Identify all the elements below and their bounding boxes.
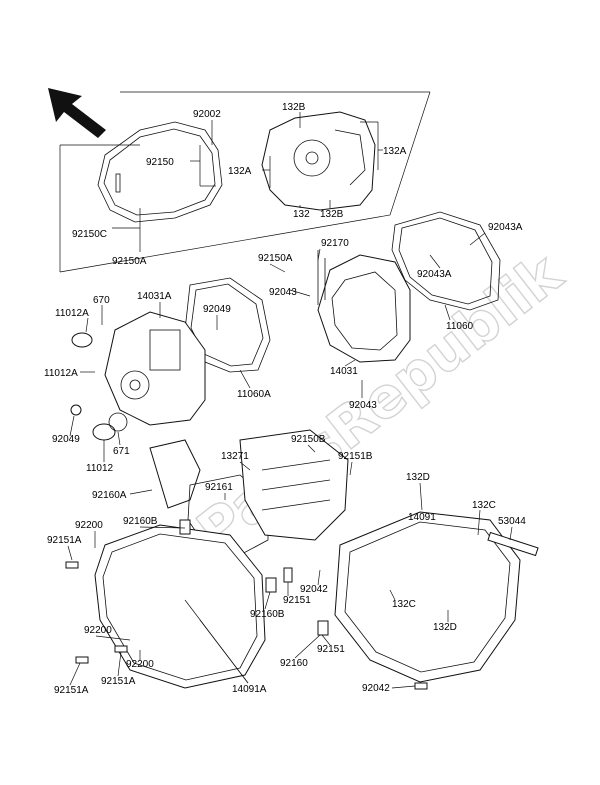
label-92049-a: 92049	[203, 304, 231, 315]
label-92151-a: 92151	[283, 595, 311, 606]
direction-arrow-icon	[48, 88, 106, 138]
bolt-92151a-b	[75, 656, 89, 664]
label-92150c: 92150C	[72, 229, 107, 240]
label-132c-a: 132C	[472, 500, 496, 511]
label-132a-left: 132A	[228, 166, 252, 177]
collar-92151	[283, 567, 293, 583]
label-92161: 92161	[205, 482, 233, 493]
label-92150a-mid: 92150A	[258, 253, 293, 264]
label-92160b-b: 92160B	[250, 609, 285, 620]
outer-cover-14091	[334, 511, 521, 683]
outer-cover-14091a	[94, 524, 266, 689]
label-92151-b: 92151	[317, 644, 345, 655]
label-92200-a: 92200	[75, 520, 103, 531]
label-92200-c: 92200	[126, 659, 154, 670]
label-132b-top: 132B	[282, 102, 306, 113]
bolt-92049	[70, 404, 82, 416]
plug-11012a	[71, 332, 93, 348]
label-11060a: 11060A	[237, 389, 271, 400]
label-14031: 14031	[330, 366, 358, 377]
label-92150b: 92150B	[291, 434, 326, 445]
gasket-11060	[391, 211, 501, 311]
inset-cover	[261, 111, 376, 211]
label-92151b: 92151B	[338, 451, 373, 462]
label-92049-b: 92049	[52, 434, 80, 445]
label-92160: 92160	[280, 658, 308, 669]
label-92043a-r: 92043A	[488, 222, 523, 233]
clutch-cover-14031	[317, 250, 411, 363]
label-92160b-a: 92160B	[123, 516, 158, 527]
label-132d-a: 132D	[406, 472, 430, 483]
leader-lines	[67, 112, 513, 689]
label-132d-b: 132D	[433, 622, 457, 633]
inset-gasket	[97, 121, 223, 223]
label-92043a-m: 92043A	[417, 269, 452, 280]
o-ring-671	[108, 412, 128, 432]
label-132c-b: 132C	[392, 599, 416, 610]
label-92002: 92002	[193, 109, 221, 120]
label-92160a: 92160A	[92, 490, 127, 501]
label-92150: 92150	[146, 157, 174, 168]
label-11012a-b: 11012A	[44, 368, 78, 379]
plug-11012	[92, 423, 116, 441]
label-14031a: 14031A	[137, 291, 172, 302]
collar-92160b-b	[265, 577, 277, 593]
label-92151a-a: 92151A	[47, 535, 82, 546]
label-92042-a: 92042	[300, 584, 328, 595]
label-132b-bot: 132B	[320, 209, 344, 220]
label-92043-a: 92043	[269, 287, 297, 298]
label-671: 671	[113, 446, 130, 457]
label-11012: 11012	[86, 463, 114, 474]
collar-92160b-a	[179, 519, 191, 535]
part-labels: 92002 92150 92150C 92150A 132B 132A 132A…	[44, 102, 526, 696]
cover-14031a	[104, 311, 206, 426]
label-92150a-top: 92150A	[112, 256, 147, 267]
label-92170: 92170	[321, 238, 349, 249]
label-13271: 13271	[221, 451, 249, 462]
inset-frame	[59, 91, 431, 273]
label-92043-b: 92043	[349, 400, 377, 411]
label-92151a-b: 92151A	[101, 676, 136, 687]
bolt-92151a-c	[114, 645, 128, 653]
bolt-92042-b	[414, 682, 428, 690]
collar-92160	[317, 620, 329, 636]
bolt-92151a-a	[65, 561, 79, 569]
label-53044: 53044	[498, 516, 526, 527]
label-92042-b: 92042	[362, 683, 390, 694]
label-11060: 11060	[446, 321, 474, 332]
plate-13271	[239, 429, 349, 541]
label-14091: 14091	[408, 512, 436, 523]
pin-53044	[487, 531, 539, 557]
label-92151a-c: 92151A	[54, 685, 89, 696]
label-14091a: 14091A	[232, 684, 267, 695]
label-132: 132	[293, 209, 310, 220]
label-92200-b: 92200	[84, 625, 112, 636]
label-670: 670	[93, 295, 110, 306]
gasket-92160a	[149, 439, 201, 509]
label-11012a-a: 11012A	[55, 308, 89, 319]
label-132a-right: 132A	[383, 146, 407, 157]
